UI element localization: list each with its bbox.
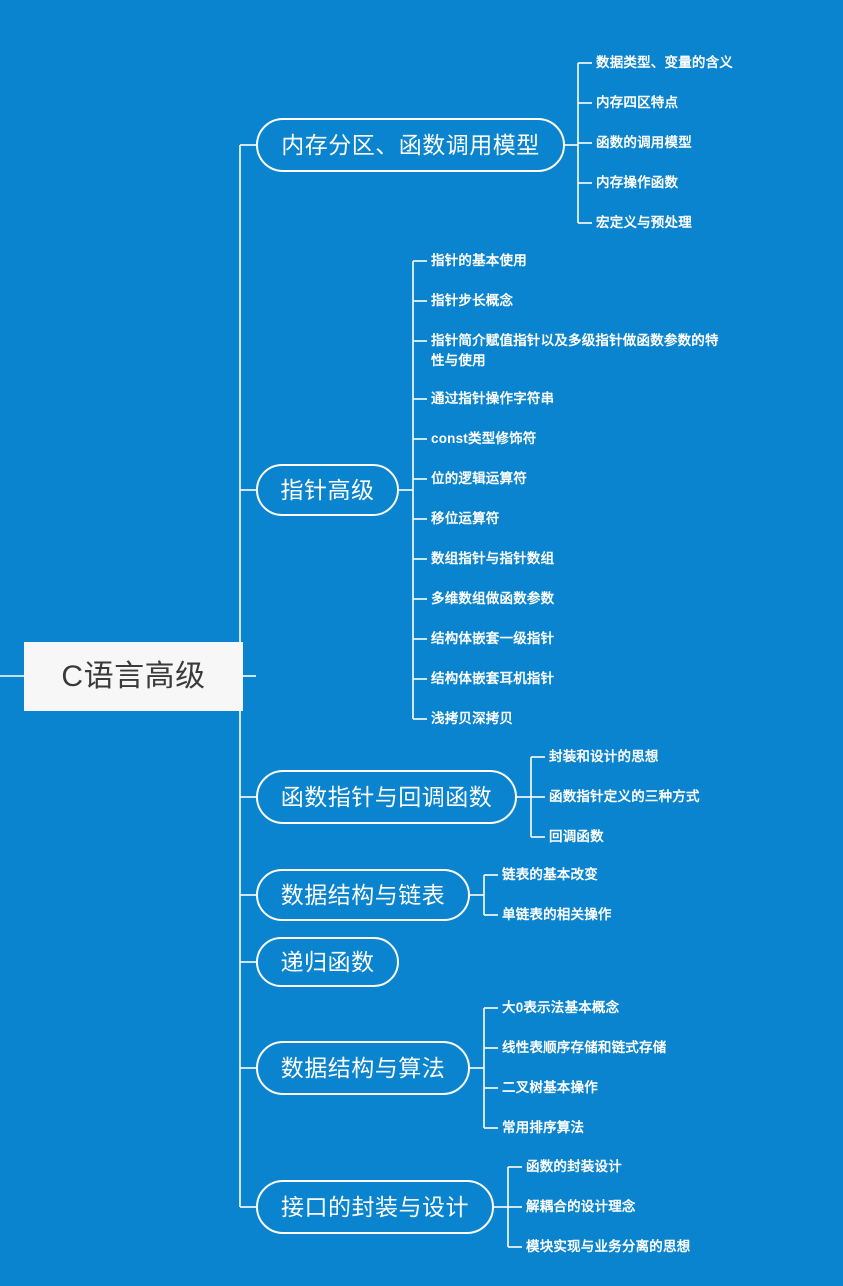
leaf-item[interactable]: 指针简介赋值指针以及多级指针做函数参数的特性与使用	[431, 333, 719, 368]
leaf-item[interactable]: 结构体嵌套耳机指针	[431, 671, 555, 686]
branch-node-recursion[interactable]: 递归函数	[256, 937, 399, 987]
branch-node-data-structures-algorithms[interactable]: 数据结构与算法	[256, 1041, 470, 1095]
branch-node-label: 递归函数	[280, 948, 375, 975]
leaf-item[interactable]: 位的逻辑运算符	[431, 471, 527, 486]
leaf-item[interactable]: 模块实现与业务分离的思想	[526, 1239, 691, 1254]
root-node-label: C语言高级	[61, 659, 206, 693]
root-node[interactable]: C语言高级	[24, 642, 243, 711]
leaf-item[interactable]: 常用排序算法	[502, 1120, 585, 1135]
leaf-item[interactable]: 多维数组做函数参数	[431, 591, 555, 606]
leaf-item[interactable]: 回调函数	[549, 829, 604, 844]
branch-node-advanced-pointers[interactable]: 指针高级	[256, 464, 399, 516]
leaf-item[interactable]: 通过指针操作字符串	[431, 391, 555, 406]
leaf-item[interactable]: 指针的基本使用	[431, 253, 527, 268]
leaf-item[interactable]: 函数的封装设计	[526, 1159, 622, 1174]
leaf-item[interactable]: 函数指针定义的三种方式	[549, 789, 700, 804]
leaf-item[interactable]: 链表的基本改变	[502, 867, 598, 882]
branch-node-function-pointers[interactable]: 函数指针与回调函数	[256, 770, 517, 824]
branch-node-label: 函数指针与回调函数	[280, 783, 493, 810]
leaf-item[interactable]: 线性表顺序存储和链式存储	[502, 1040, 667, 1055]
branch-node-label: 数据结构与链表	[280, 881, 446, 908]
leaf-item[interactable]: 结构体嵌套一级指针	[431, 631, 555, 646]
branch-node-label: 接口的封装与设计	[281, 1193, 469, 1220]
leaf-item[interactable]: 数组指针与指针数组	[431, 551, 555, 566]
leaf-item[interactable]: 内存四区特点	[596, 95, 679, 110]
leaf-item[interactable]: 内存操作函数	[596, 175, 679, 190]
leaf-item[interactable]: 函数的调用模型	[596, 135, 692, 150]
leaf-item[interactable]: const类型修饰符	[431, 431, 537, 446]
leaf-item[interactable]: 指针步长概念	[431, 293, 514, 308]
leaf-item[interactable]: 二叉树基本操作	[502, 1080, 598, 1095]
leaf-item[interactable]: 解耦合的设计理念	[526, 1199, 636, 1214]
branch-node-linked-list[interactable]: 数据结构与链表	[256, 869, 470, 921]
leaf-item[interactable]: 浅拷贝深拷贝	[431, 711, 514, 726]
branch-node-interface-design[interactable]: 接口的封装与设计	[256, 1180, 494, 1234]
branch-node-label: 内存分区、函数调用模型	[281, 131, 540, 158]
leaf-item[interactable]: 宏定义与预处理	[596, 215, 692, 230]
branch-node-label: 指针高级	[280, 476, 375, 503]
leaf-item[interactable]: 单链表的相关操作	[502, 907, 612, 922]
leaf-item[interactable]: 移位运算符	[431, 511, 500, 526]
leaf-item[interactable]: 数据类型、变量的含义	[596, 55, 733, 70]
leaf-item[interactable]: 大0表示法基本概念	[502, 1000, 620, 1015]
branch-node-memory-model[interactable]: 内存分区、函数调用模型	[256, 118, 565, 172]
leaf-item[interactable]: 封装和设计的思想	[549, 749, 659, 764]
branch-node-label: 数据结构与算法	[280, 1054, 446, 1081]
